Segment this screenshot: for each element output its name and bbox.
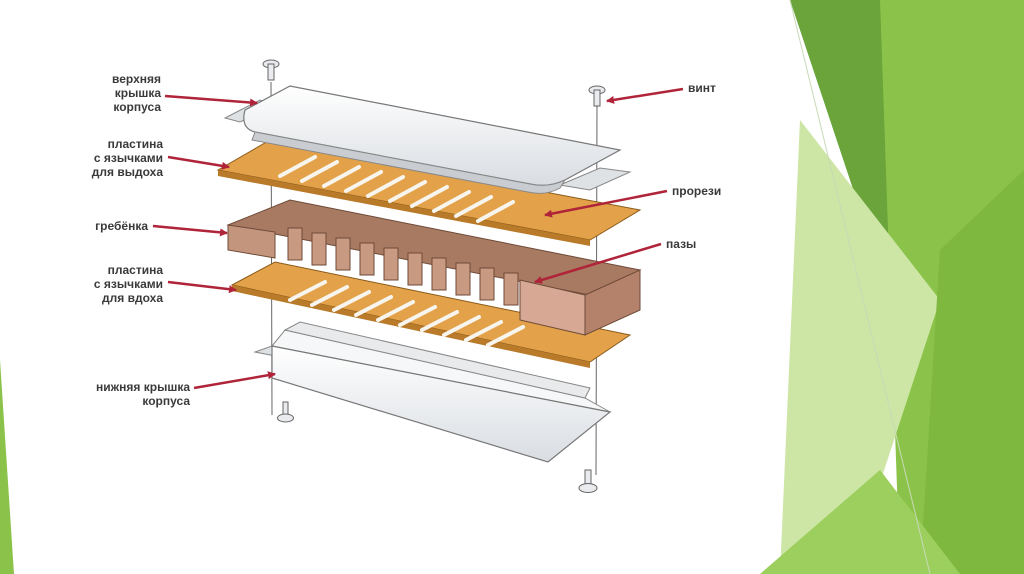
label-line: пазы xyxy=(666,237,726,251)
label-line: с язычками xyxy=(58,151,163,165)
label-line: нижняя крышка xyxy=(60,380,190,394)
label-slots: прорези xyxy=(672,184,752,198)
arrow-exhale-plate xyxy=(168,157,229,167)
label-line: для выдоха xyxy=(58,165,163,179)
label-exhale-plate: пластина с язычками для выдоха xyxy=(58,137,163,179)
label-line: пластина xyxy=(58,137,163,151)
label-line: для вдоха xyxy=(58,291,163,305)
label-line: винт xyxy=(688,81,748,95)
arrow-bottom-cover xyxy=(194,374,275,388)
label-line: верхняя xyxy=(56,72,161,86)
label-bottom-cover: нижняя крышка корпуса xyxy=(60,380,190,408)
screw-icon xyxy=(589,86,605,106)
label-line: корпуса xyxy=(56,100,161,114)
label-line: крышка xyxy=(56,86,161,100)
label-line: гребёнка xyxy=(48,219,148,233)
label-screw: винт xyxy=(688,81,748,95)
label-line: корпуса xyxy=(60,394,190,408)
bg-shape-left-strip xyxy=(0,360,14,574)
label-comb: гребёнка xyxy=(48,219,148,233)
arrow-comb xyxy=(153,226,227,233)
screw-icon xyxy=(263,60,279,80)
screw-icon xyxy=(579,470,597,493)
arrow-screw xyxy=(607,89,683,101)
label-line: с язычками xyxy=(58,277,163,291)
arrow-top-cover xyxy=(165,96,257,103)
label-inhale-plate: пластина с язычками для вдоха xyxy=(58,263,163,305)
label-grooves: пазы xyxy=(666,237,726,251)
label-line: пластина xyxy=(58,263,163,277)
screw-icon xyxy=(278,402,294,422)
arrow-inhale-plate xyxy=(168,282,236,290)
label-top-cover: верхняя крышка корпуса xyxy=(56,72,161,114)
label-line: прорези xyxy=(672,184,752,198)
